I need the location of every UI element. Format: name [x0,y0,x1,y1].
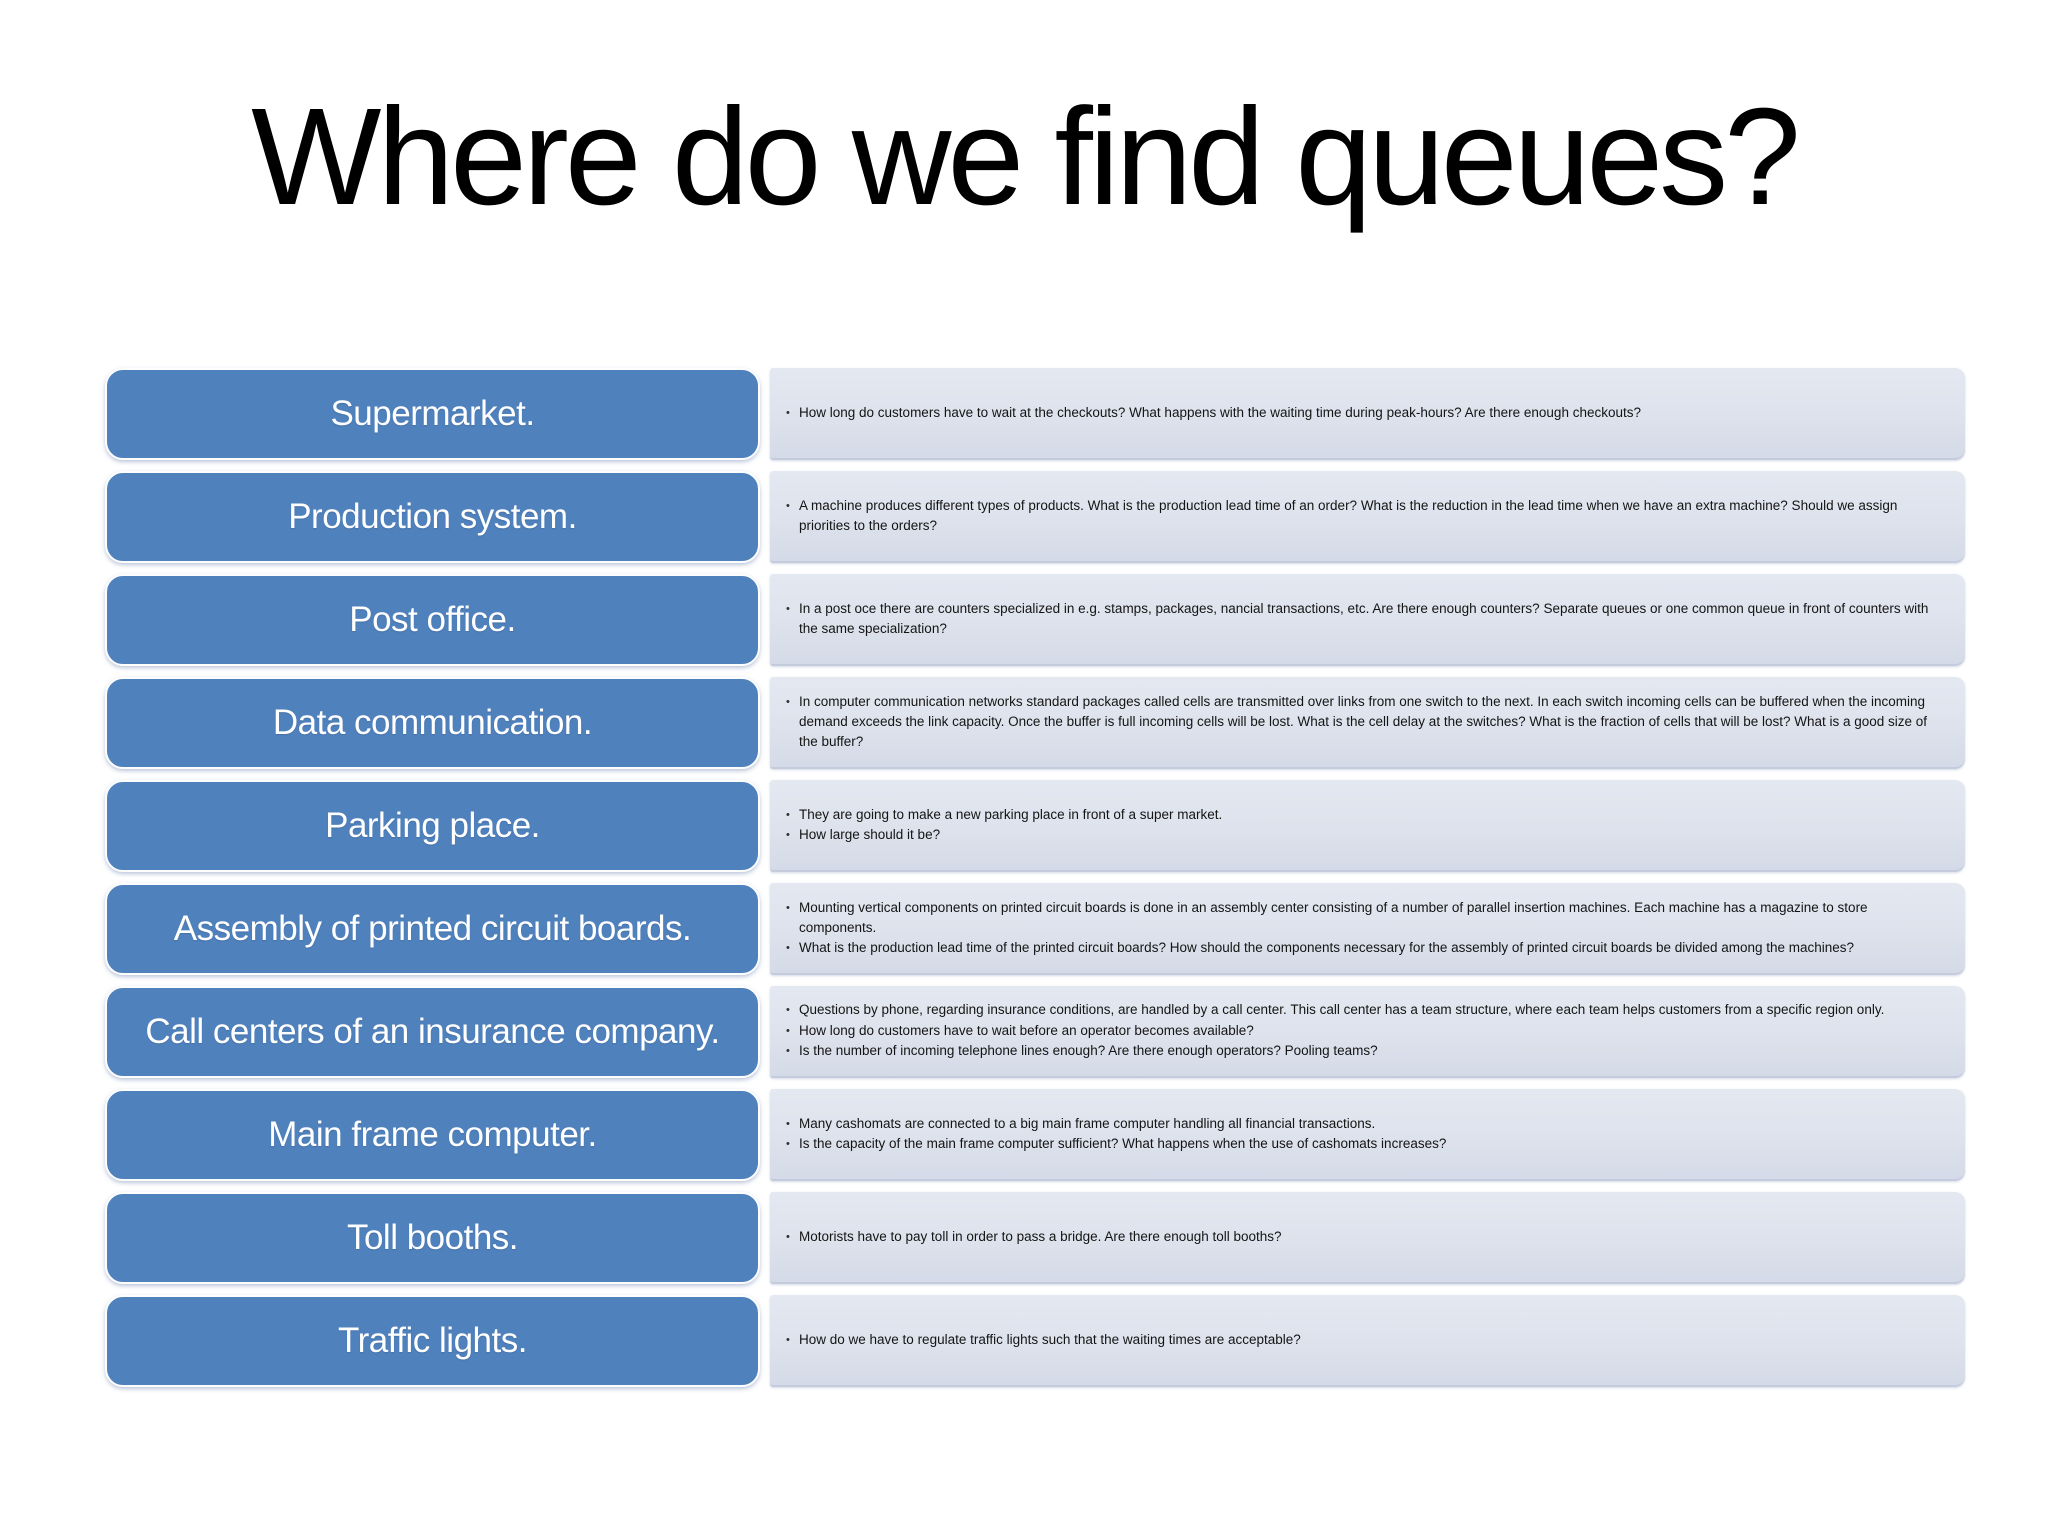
list-item: Call centers of an insurance company. • … [105,986,1965,1078]
bullet-text: A machine produces different types of pr… [799,497,1898,533]
bullet-text: Motorists have to pay toll in order to p… [799,1228,1282,1244]
row-label-box: Post office. [105,574,760,666]
row-detail-panel: • In computer communication networks sta… [770,677,1965,769]
list-item: Post office. • In a post oce there are c… [105,574,1965,666]
list-item: Assembly of printed circuit boards. • Mo… [105,883,1965,975]
slide-title: Where do we find queues? [251,80,1801,234]
row-label-box: Supermarket. [105,368,760,460]
row-detail-panel: • How do we have to regulate traffic lig… [770,1295,1965,1387]
bullet-marker: • [786,1045,790,1058]
bullet-item: • In a post oce there are counters speci… [786,599,1931,640]
bullet-text: How large should it be? [799,827,941,842]
bullet-marker: • [786,406,790,419]
row-label: Traffic lights. [338,1321,527,1360]
bullet-marker: • [786,829,790,841]
bullet-item: • How long do customers have to wait bef… [786,1021,1931,1041]
bullet-item: • Motorists have to pay toll in order to… [786,1227,1931,1247]
row-label-box: Assembly of printed circuit boards. [105,883,760,975]
row-label: Toll booths. [346,1218,519,1257]
bullet-marker: • [786,1333,790,1346]
row-detail-panel: • In a post oce there are counters speci… [770,574,1965,666]
row-label-box: Call centers of an insurance company. [105,986,760,1078]
bullet-item: • What is the production lead time of th… [786,938,1931,958]
row-label-box: Main frame computer. [105,1089,760,1181]
row-label-box: Toll booths. [105,1192,760,1284]
bullet-item: • How large should it be? [786,825,1931,845]
bullet-text: Many cashomats are connected to a big ma… [799,1115,1376,1131]
bullet-item: • In computer communication networks sta… [786,692,1931,753]
bullet-marker: • [786,1230,790,1243]
bullet-item: • A machine produces different types of … [786,496,1931,537]
row-label: Assembly of printed circuit boards. [173,909,692,948]
bullet-text: How do we have to regulate traffic light… [799,1331,1301,1347]
row-label-box: Traffic lights. [105,1295,760,1387]
row-detail-panel: • Many cashomats are connected to a big … [770,1089,1965,1181]
row-detail-panel: • Questions by phone, regarding insuranc… [770,986,1965,1078]
bullet-item: • Is the number of incoming telephone li… [786,1041,1931,1061]
bullet-item: • Mounting vertical components on printe… [786,898,1931,939]
row-label: Main frame computer. [268,1115,597,1154]
bullet-text: What is the production lead time of the … [799,940,1855,956]
bullet-text: Questions by phone, regarding insurance … [799,1002,1885,1018]
bullet-marker: • [786,942,790,955]
row-label: Parking place. [325,806,540,845]
list-item: Traffic lights. • How do we have to regu… [105,1295,1965,1387]
bullet-marker: • [786,1004,790,1017]
bullet-item: • Questions by phone, regarding insuranc… [786,1000,1931,1020]
bullet-item: • How do we have to regulate traffic lig… [786,1330,1931,1350]
list-item: Main frame computer. • Many cashomats ar… [105,1089,1965,1181]
row-label: Call centers of an insurance company. [145,1012,720,1051]
bullet-item: • Many cashomats are connected to a big … [786,1114,1931,1134]
bullet-text: Mounting vertical components on printed … [799,899,1868,935]
bullet-marker: • [786,602,790,615]
bullet-marker: • [786,499,790,512]
bullet-marker: • [786,901,790,914]
queue-examples-list: Supermarket. • How long do customers hav… [105,368,1965,1398]
list-item: Production system. • A machine produces … [105,471,1965,563]
bullet-marker: • [786,1024,790,1037]
row-label-box: Parking place. [105,780,760,872]
list-item: Parking place. • They are going to make … [105,780,1965,872]
row-label: Supermarket. [330,394,535,433]
bullet-item: • How long do customers have to wait at … [786,403,1931,423]
row-detail-panel: • How long do customers have to wait at … [770,368,1965,460]
bullet-text: Is the capacity of the main frame comput… [799,1136,1447,1151]
row-label: Data communication. [272,703,593,742]
list-item: Data communication. • In computer commun… [105,677,1965,769]
bullet-item: • They are going to make a new parking p… [786,805,1931,825]
bullet-marker: • [786,695,790,708]
bullet-text: How long do customers have to wait at th… [799,404,1641,420]
bullet-text: Is the number of incoming telephone line… [799,1043,1378,1059]
bullet-item: • Is the capacity of the main frame comp… [786,1134,1931,1154]
row-label: Production system. [288,497,577,536]
bullet-marker: • [786,808,790,821]
bullet-text: They are going to make a new parking pla… [799,806,1223,822]
row-detail-panel: • Motorists have to pay toll in order to… [770,1192,1965,1284]
row-label: Post office. [349,600,516,639]
bullet-marker: • [786,1117,790,1130]
row-label-box: Production system. [105,471,760,563]
row-label-box: Data communication. [105,677,760,769]
bullet-text: How long do customers have to wait befor… [799,1022,1254,1038]
bullet-marker: • [786,1138,790,1150]
row-detail-panel: • They are going to make a new parking p… [770,780,1965,872]
list-item: Supermarket. • How long do customers hav… [105,368,1965,460]
bullet-text: In computer communication networks stand… [799,693,1928,750]
row-detail-panel: • Mounting vertical components on printe… [770,883,1965,975]
list-item: Toll booths. • Motorists have to pay tol… [105,1192,1965,1284]
row-detail-panel: • A machine produces different types of … [770,471,1965,563]
bullet-text: In a post oce there are counters special… [799,600,1929,636]
